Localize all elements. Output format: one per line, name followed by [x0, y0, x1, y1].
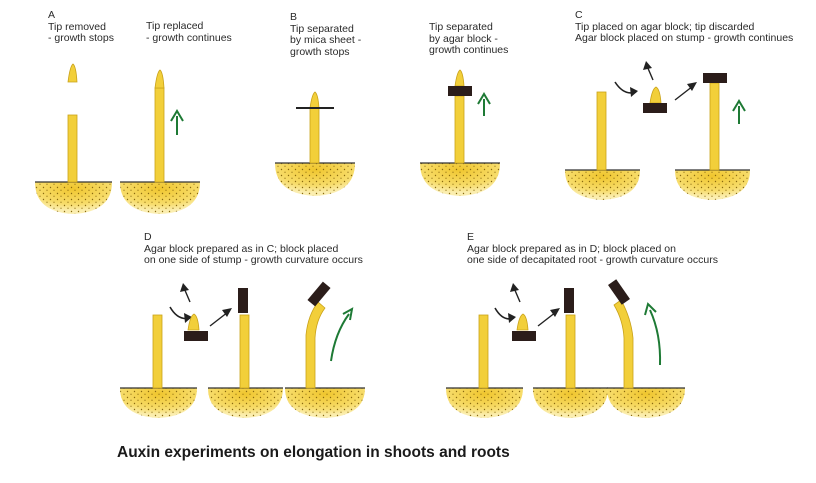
- d-curved-arrowhead: [184, 313, 192, 323]
- c-left-soil: [565, 169, 640, 200]
- c-growth-arrow: [732, 99, 746, 124]
- c-right-soil: [675, 169, 750, 200]
- e-tilted-agar-block: [608, 279, 630, 305]
- c-move-arrow: [674, 82, 697, 101]
- e-move-arrow: [537, 308, 560, 327]
- agar-sep-soil: [420, 162, 500, 196]
- e-discard-arrow: [510, 283, 521, 303]
- c-right-stem: [709, 82, 720, 171]
- caption-b-line2: by mica sheet -: [290, 34, 362, 46]
- c-agar-block: [643, 103, 667, 113]
- caption-a-replaced-line1: Tip replaced: [146, 20, 204, 32]
- caption-e-line2: one side of decapitated root - growth cu…: [467, 254, 718, 266]
- c-right-agar-block: [703, 73, 727, 83]
- caption-a-removed: A Tip removed - growth stops: [48, 9, 114, 45]
- d-curvature-arrow: [330, 307, 354, 362]
- letter-b: B: [290, 11, 298, 23]
- e-left-soil: [446, 387, 523, 418]
- c-tip-on-block: [649, 86, 662, 104]
- d-tilted-agar-block: [307, 281, 331, 307]
- caption-d-line2: on one side of stump - growth curvature …: [144, 254, 363, 266]
- caption-c-line1: Tip placed on agar block; tip discarded: [575, 20, 755, 33]
- b-stem: [309, 107, 320, 164]
- caption-d-line1: Agar block prepared as in C; block place…: [144, 242, 339, 255]
- a-removed-tip: [67, 63, 78, 83]
- e-mid-soil: [533, 387, 608, 418]
- d-discard-arrow: [180, 283, 191, 303]
- letter-c: C: [575, 9, 583, 21]
- caption-a-removed-line1: Tip removed: [48, 20, 106, 33]
- c-discard-arrow: [643, 61, 654, 81]
- b-soil: [275, 162, 355, 196]
- caption-c-line2: Agar block placed on stump - growth cont…: [575, 32, 794, 44]
- b-tip: [309, 91, 320, 109]
- d-right-soil: [285, 387, 365, 418]
- a-growth-arrow: [170, 109, 184, 135]
- e-curvature-arrow: [644, 302, 662, 366]
- caption-e-line1: Agar block prepared as in D; block place…: [467, 242, 676, 255]
- e-agar-block: [512, 331, 536, 341]
- a-removed-soil: [35, 181, 112, 214]
- caption-a-replaced-line2: - growth continues: [146, 31, 232, 44]
- a-replaced-stump: [154, 87, 165, 183]
- letter-d: D: [144, 231, 152, 243]
- agar-sep-tip: [454, 69, 465, 87]
- d-mid-agar-block: [238, 288, 248, 313]
- e-curved-arrowhead: [508, 313, 516, 323]
- caption-c: C Tip placed on agar block; tip discarde…: [575, 9, 794, 45]
- caption-agar-sep-line2: by agar block -: [429, 32, 498, 45]
- caption-agar-sep-line3: growth continues: [429, 44, 509, 56]
- d-curved-stem: [305, 301, 326, 389]
- caption-b-line1: Tip separated: [290, 22, 354, 35]
- agar-sep-growth-arrow: [477, 92, 491, 116]
- d-mid-stem: [239, 314, 250, 389]
- e-tip-on-block: [516, 313, 529, 331]
- e-mid-agar-block: [564, 288, 574, 313]
- caption-agar-sep-line1: Tip separated: [429, 21, 493, 33]
- caption-agar-sep: Tip separated by agar block - growth con…: [429, 21, 509, 57]
- a-removed-stump: [67, 114, 78, 183]
- caption-b: B Tip separated by mica sheet - growth s…: [290, 11, 362, 58]
- c-stump: [596, 91, 607, 171]
- caption-d: D Agar block prepared as in C; block pla…: [144, 231, 363, 267]
- caption-a-replaced: Tip replaced - growth continues: [146, 20, 232, 44]
- e-mid-root: [565, 314, 576, 389]
- e-curved-root: [613, 299, 634, 389]
- d-move-arrow: [209, 308, 232, 327]
- e-right-soil: [607, 387, 685, 418]
- a-replaced-soil: [120, 181, 200, 214]
- caption-e: E Agar block prepared as in D; block pla…: [467, 231, 718, 267]
- agar-sep-stem: [454, 95, 465, 164]
- d-tip-on-block: [187, 313, 200, 331]
- e-stump: [478, 314, 489, 389]
- letter-a: A: [48, 9, 56, 21]
- agar-sep-block: [448, 86, 472, 96]
- a-replaced-tip: [154, 69, 165, 89]
- c-curved-arrowhead: [630, 87, 638, 97]
- d-left-soil: [120, 387, 197, 418]
- caption-b-line3: growth stops: [290, 45, 350, 58]
- d-stump: [152, 314, 163, 389]
- caption-a-removed-line2: - growth stops: [48, 32, 114, 44]
- d-mid-soil: [208, 387, 283, 418]
- figure-title: Auxin experiments on elongation in shoot…: [117, 444, 510, 461]
- letter-e: E: [467, 231, 475, 243]
- d-agar-block: [184, 331, 208, 341]
